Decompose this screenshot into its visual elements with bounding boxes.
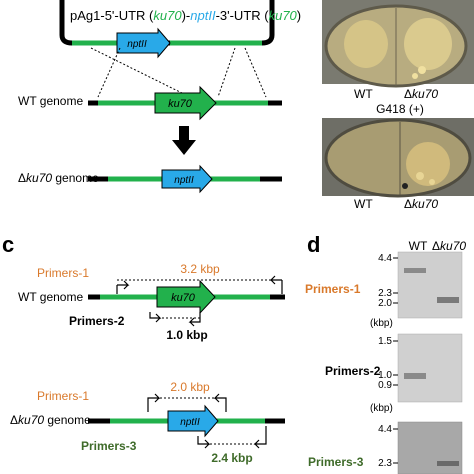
- panel-a: pAg1-5'-UTR (ku70)-nptII-3'-UTR (ku70) n…: [18, 0, 301, 194]
- primer1-rev-arrow: [269, 275, 282, 285]
- plasmid-nptii-label: nptII: [127, 39, 147, 50]
- plate-top-ku70-label: Δku70: [404, 87, 438, 101]
- panel-d-letter: d: [307, 232, 320, 257]
- wt-ku70-arrow: [154, 85, 217, 121]
- gel1-primers-label: Primers-1: [305, 282, 361, 296]
- plate-top-colony: [418, 66, 426, 74]
- gel2-wt-band: [404, 373, 426, 379]
- crossover-line-2: [97, 47, 121, 98]
- gel3-tick: 4.4: [378, 424, 392, 435]
- plate-bottom-colony: [416, 172, 424, 180]
- plate-top-colony: [412, 73, 418, 79]
- plate-bottom-wt-label: WT: [354, 197, 373, 211]
- wt-ku70-label-c: ku70: [171, 292, 196, 304]
- primers3-label: Primers-3: [81, 439, 137, 453]
- primers1-wt-label: Primers-1: [37, 266, 89, 280]
- gel-col-ku70-label: Δku70: [432, 239, 466, 253]
- gel1-tick: 4.4: [378, 253, 392, 264]
- gel1-tick: 2.3: [378, 288, 392, 299]
- gel2-tick: 1.5: [378, 336, 392, 347]
- crossover-line-1: [90, 47, 191, 98]
- plate-top-ku70-growth: [404, 18, 452, 70]
- wt-ku70-label: ku70: [168, 98, 193, 110]
- crossover-line-4: [244, 47, 267, 98]
- primer1-fwd-arrow: [117, 280, 130, 290]
- gel3-ku70-band: [437, 461, 459, 466]
- transformation-down-arrow: [172, 126, 196, 155]
- primer1-mut-rev-arrow: [213, 393, 227, 412]
- size-3-2-label: 3.2 kbp: [180, 262, 220, 276]
- mutant-genome-label: Δku70 genome: [18, 171, 99, 185]
- size-2-0-label: 2.0 kbp: [170, 380, 210, 394]
- plate-top-wt-label: WT: [354, 87, 373, 101]
- mutant-nptii-label: nptII: [174, 175, 194, 186]
- wt-genome-label: WT genome: [18, 94, 83, 108]
- primer3-fwd-arrow: [197, 436, 211, 449]
- panel-b: WT Δku70 G418 (+) WT Δku70: [322, 0, 474, 211]
- gel2-kbp-label: (kbp): [370, 403, 393, 414]
- plasmid-label: pAg1-5'-UTR (ku70)-nptII-3'-UTR (ku70): [70, 8, 301, 23]
- g418-label: G418 (+): [376, 102, 424, 116]
- gel1-image: [397, 251, 463, 319]
- mutant-genome-label-c: Δku70 genome: [10, 413, 91, 427]
- gel2-image: [397, 333, 463, 403]
- wt-genome-label-c: WT genome: [18, 290, 83, 304]
- gel2-tick: 1.0: [378, 370, 392, 381]
- plate-top-wt-growth: [344, 20, 388, 68]
- gel2-primers-label: Primers-2: [325, 364, 381, 378]
- plate-bottom-ku70-growth: [406, 142, 450, 186]
- gel3-primers-label: Primers-3: [308, 455, 364, 469]
- plate-bottom-colony: [429, 179, 435, 185]
- gel1-tick: 2.0: [378, 298, 392, 309]
- primers1-mut-label: Primers-1: [37, 389, 89, 403]
- gel1-ku70-band: [437, 297, 459, 303]
- plasmid-nptii-arrow: [116, 27, 171, 59]
- size-2-4-label: 2.4 kbp: [211, 451, 252, 465]
- primer1-mut-fwd-arrow: [147, 393, 161, 412]
- mutant-nptii-label-c: nptII: [180, 417, 200, 428]
- gel1-kbp-label: (kbp): [370, 318, 393, 329]
- gel2-tick: 0.9: [378, 380, 392, 391]
- size-1-0-label: 1.0 kbp: [166, 328, 207, 342]
- plate-bottom-ku70-label: Δku70: [404, 197, 438, 211]
- gel3-image: [397, 421, 463, 474]
- mutant-nptii-arrow: [161, 164, 213, 194]
- crossover-line-3: [217, 47, 236, 98]
- mutant-nptii-arrow-c: [167, 404, 219, 438]
- primer2-fwd-arrow: [149, 312, 162, 323]
- primers2-label: Primers-2: [69, 314, 125, 328]
- wt-ku70-arrow-c: [156, 279, 216, 315]
- primer3-rev-arrow: [253, 426, 267, 449]
- gel1-wt-band: [404, 268, 426, 273]
- gel-col-wt-label: WT: [409, 239, 428, 253]
- gel3-tick: 2.3: [378, 458, 392, 469]
- panel-c-letter: c: [2, 232, 14, 257]
- primer2-rev-arrow: [188, 312, 201, 327]
- panel-c: c Primers-1 3.2 kbp WT genome ku70 Prime…: [2, 232, 285, 465]
- plate-bottom-dark-spot: [402, 183, 408, 189]
- panel-d: d WT Δku70 Primers-1 4.4 2.3 2.0 (kbp) P…: [305, 232, 466, 474]
